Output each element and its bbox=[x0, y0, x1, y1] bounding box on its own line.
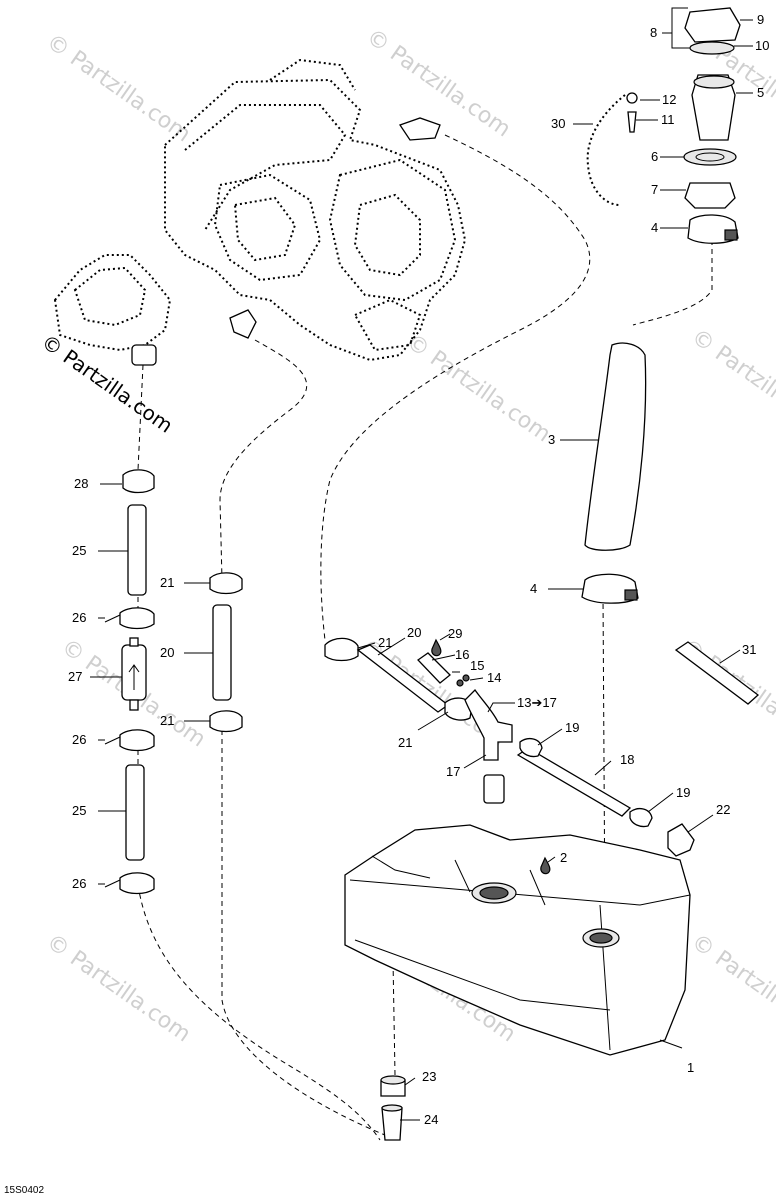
callout-3: 3 bbox=[548, 432, 555, 447]
clamp-26-c bbox=[119, 872, 155, 895]
callout-30: 30 bbox=[551, 116, 565, 131]
clamp-21-c bbox=[324, 637, 359, 662]
hose-25-upper bbox=[127, 504, 147, 596]
callout-19: 19 bbox=[565, 720, 579, 735]
callout-26: 26 bbox=[72, 610, 86, 625]
clamp-28 bbox=[122, 469, 155, 494]
callout-23: 23 bbox=[422, 1069, 436, 1084]
callout-24: 24 bbox=[424, 1112, 438, 1127]
callout-26: 26 bbox=[72, 876, 86, 891]
cap-o-ring bbox=[689, 41, 735, 55]
watermark: © Partzilla.com bbox=[687, 324, 776, 442]
callout-6: 6 bbox=[651, 149, 658, 164]
callout-labels: 1 2 3 4 4 5 6 7 8 9 10 11 12 13➔17 14 15… bbox=[4, 12, 769, 1196]
cap-tether bbox=[586, 92, 638, 206]
fitting-24 bbox=[381, 1107, 403, 1141]
throttle-fitting bbox=[131, 344, 157, 366]
callout-12: 12 bbox=[662, 92, 676, 107]
return-line-assembly bbox=[324, 637, 695, 857]
clamp-21-b bbox=[209, 710, 243, 733]
filler-hose bbox=[584, 342, 647, 551]
clamp-lower bbox=[581, 573, 639, 604]
fuel-tank bbox=[344, 824, 691, 1056]
hose-25-lower bbox=[125, 764, 145, 861]
nut bbox=[684, 182, 736, 209]
callout-25: 25 bbox=[72, 803, 86, 818]
callout-11: 11 bbox=[661, 112, 675, 127]
washer bbox=[626, 92, 638, 104]
gasket bbox=[683, 148, 737, 166]
check-valve bbox=[417, 652, 451, 684]
t-fitting bbox=[464, 688, 513, 761]
callout-16: 16 bbox=[455, 647, 469, 662]
clamp-26-b bbox=[119, 729, 155, 752]
callout-25: 25 bbox=[72, 543, 86, 558]
callout-8: 8 bbox=[650, 25, 657, 40]
clamp-21-a bbox=[209, 572, 243, 595]
callout-26: 26 bbox=[72, 732, 86, 747]
diagram-code: 15S0402 bbox=[4, 1185, 44, 1196]
callout-18: 18 bbox=[620, 752, 634, 767]
callout-22: 22 bbox=[716, 802, 730, 817]
rivet bbox=[627, 111, 637, 133]
grommet-17 bbox=[483, 774, 505, 804]
callout-21: 21 bbox=[398, 735, 412, 750]
hose-31 bbox=[674, 641, 760, 705]
engine-fittings bbox=[229, 117, 441, 339]
callout-7: 7 bbox=[651, 182, 658, 197]
sealant-drop-icon bbox=[431, 638, 442, 657]
gas-cap-assembly bbox=[684, 7, 741, 55]
vent-valve bbox=[667, 823, 695, 857]
hose-18 bbox=[516, 747, 632, 817]
middle-fuel-line bbox=[209, 572, 243, 733]
callout-1: 1 bbox=[687, 1060, 694, 1075]
callout-21: 21 bbox=[378, 635, 392, 650]
engine-outline bbox=[164, 58, 467, 362]
throttle-body-outline bbox=[53, 254, 172, 366]
watermark: © Partzilla.com bbox=[42, 29, 195, 147]
watermark-main: © Partzilla.com bbox=[37, 329, 177, 437]
hose-20-middle bbox=[212, 604, 232, 701]
callout-27: 27 bbox=[68, 669, 82, 684]
clamp-26-a bbox=[119, 607, 155, 630]
left-fuel-line bbox=[104, 469, 155, 895]
callout-31: 31 bbox=[742, 642, 756, 657]
callout-20: 20 bbox=[407, 625, 421, 640]
callout-2: 2 bbox=[560, 850, 567, 865]
callout-13: 13➔17 bbox=[517, 695, 557, 710]
leader-lines bbox=[90, 7, 753, 1121]
bottom-fittings bbox=[380, 1075, 406, 1141]
callout-5: 5 bbox=[757, 85, 764, 100]
clamp-21-d bbox=[444, 697, 473, 721]
filler-neck bbox=[691, 74, 736, 141]
callout-14: 14 bbox=[487, 670, 501, 685]
callout-9: 9 bbox=[757, 12, 764, 27]
sealant-drop-icon bbox=[540, 856, 551, 875]
callout-10: 10 bbox=[755, 38, 769, 53]
watermark: © Partzilla.com bbox=[687, 929, 776, 1047]
clamp-19-a bbox=[519, 737, 543, 758]
callout-29: 29 bbox=[448, 626, 462, 641]
callout-4: 4 bbox=[530, 581, 537, 596]
clamp-19-b bbox=[629, 807, 653, 828]
callout-4: 4 bbox=[651, 220, 658, 235]
callout-28: 28 bbox=[74, 476, 88, 491]
callout-21: 21 bbox=[160, 575, 174, 590]
watermark: © Partzilla.com bbox=[42, 929, 195, 1047]
callout-19: 19 bbox=[676, 785, 690, 800]
callout-21: 21 bbox=[160, 713, 174, 728]
callout-20: 20 bbox=[160, 645, 174, 660]
callout-15: 15 bbox=[470, 658, 484, 673]
callout-17: 17 bbox=[446, 764, 460, 779]
watermark: © Partzilla.com bbox=[402, 329, 555, 447]
